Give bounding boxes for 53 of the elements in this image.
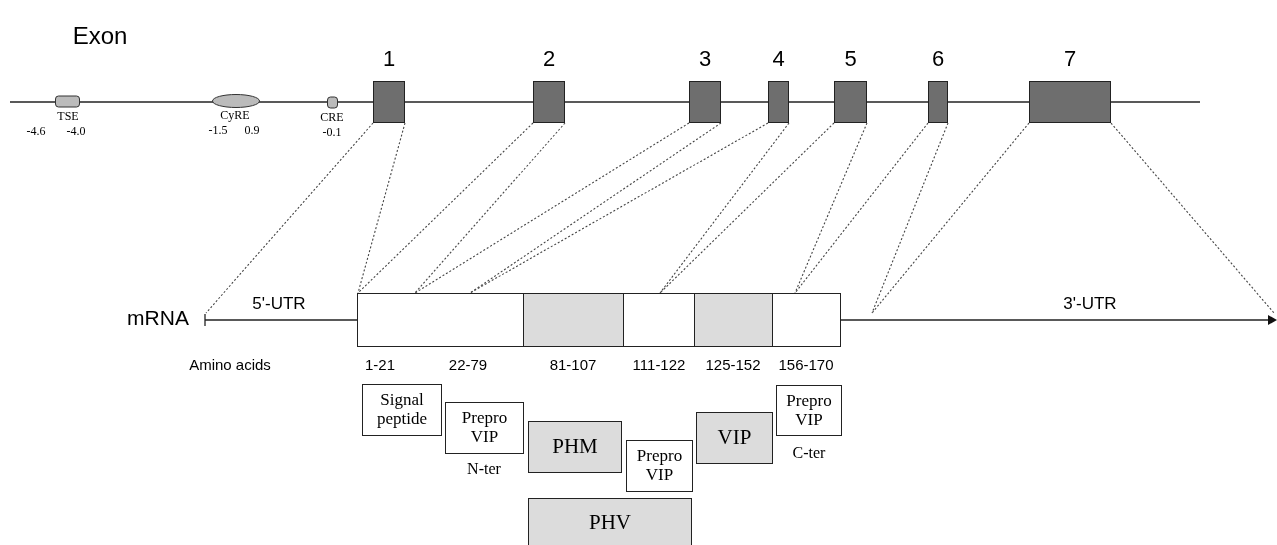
- position-value: -4.0: [65, 124, 87, 139]
- exon-number: 3: [697, 46, 713, 72]
- dotted-connector: [469, 122, 769, 294]
- exon-number: 1: [381, 46, 397, 72]
- dotted-connector: [794, 122, 929, 294]
- dotted-connector: [1110, 122, 1275, 314]
- dotted-connector: [414, 122, 566, 294]
- amino-acid-range: 1-21: [364, 356, 396, 373]
- terminus-label: C-ter: [791, 444, 827, 462]
- dotted-connector: [414, 122, 690, 294]
- position-value: 0.9: [243, 123, 261, 138]
- exon-number: 2: [541, 46, 557, 72]
- amino-acid-range: 22-79: [447, 356, 489, 373]
- coding-segment: [357, 293, 524, 347]
- peptide-box: Prepro VIP: [776, 385, 842, 436]
- exon-number: 5: [843, 46, 858, 72]
- coding-segment: [523, 293, 624, 347]
- exon-number: 6: [930, 46, 946, 72]
- coding-segment: [623, 293, 695, 347]
- dotted-connector: [659, 122, 835, 294]
- dotted-connector: [659, 122, 790, 294]
- peptide-box: VIP: [696, 412, 773, 464]
- dotted-connector: [205, 122, 374, 314]
- peptide-box: PHM: [528, 421, 622, 473]
- peptide-box: Prepro VIP: [445, 402, 524, 454]
- axis-label: Amino acids: [188, 356, 272, 373]
- utr-label: 3'-UTR: [1062, 294, 1118, 314]
- position-value: -0.1: [321, 125, 343, 140]
- axis-label: Exon: [71, 22, 129, 50]
- element-name: CRE: [319, 110, 345, 125]
- terminus-label: N-ter: [466, 460, 502, 478]
- element-name: TSE: [56, 109, 80, 124]
- amino-acid-range: 81-107: [548, 356, 598, 373]
- dotted-connector: [871, 122, 1030, 314]
- amino-acid-range: 125-152: [704, 356, 762, 373]
- peptide-box: Signal peptide: [362, 384, 442, 436]
- dotted-connector: [794, 122, 868, 294]
- exon-number: 7: [1062, 46, 1078, 72]
- position-value: -4.6: [25, 124, 47, 139]
- amino-acid-range: 111-122: [631, 356, 687, 373]
- element-name: CyRE: [219, 108, 251, 123]
- coding-segment: [772, 293, 841, 347]
- coding-segment: [694, 293, 773, 347]
- position-value: -1.5: [207, 123, 229, 138]
- amino-acid-range: 156-170: [777, 356, 835, 373]
- dotted-connector: [871, 122, 949, 314]
- dotted-connector: [357, 122, 406, 294]
- exon-number: 4: [771, 46, 786, 72]
- axis-label: mRNA: [126, 306, 190, 330]
- peptide-box: PHV: [528, 498, 692, 545]
- dotted-connector: [357, 122, 534, 294]
- utr-label: 5'-UTR: [251, 294, 307, 314]
- peptide-box: Prepro VIP: [626, 440, 693, 492]
